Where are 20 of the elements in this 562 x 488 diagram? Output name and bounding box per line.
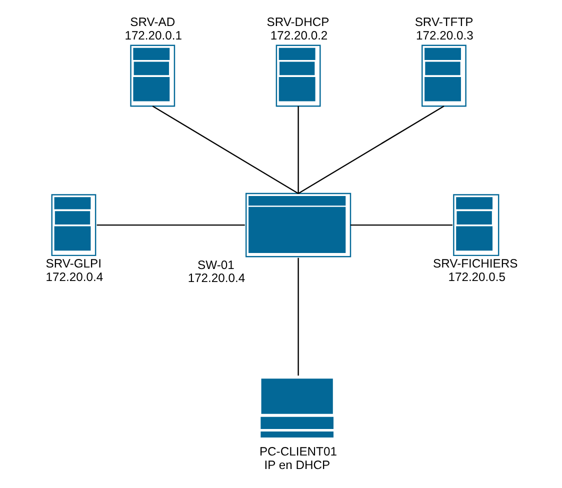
node-label: IP en DHCP (264, 458, 330, 472)
node-label: 172.20.0.4 (188, 270, 246, 285)
node-label: 172.20.0.2 (270, 28, 328, 42)
node-label: SRV-DHCP (266, 14, 330, 28)
connector (298, 105, 444, 194)
node-label: 172.20.0.5 (448, 269, 506, 284)
node-label: SRV-FICHIERS (433, 256, 518, 270)
node-label: SRV-GLPI (46, 256, 102, 270)
node-label: SRV-AD (130, 14, 176, 28)
node-label: 172.20.0.3 (416, 28, 474, 42)
connector (152, 105, 299, 194)
connector (96, 224, 245, 226)
node-label: PC-CLIENT01 (259, 444, 337, 458)
connector (298, 257, 299, 376)
node-label: SRV-TFTP (414, 14, 474, 28)
connector (350, 224, 452, 226)
node-label: 172.20.0.1 (124, 28, 182, 42)
connector (298, 106, 299, 194)
node-label: SW-01 (198, 257, 234, 272)
node-label: 172.20.0.4 (46, 269, 104, 284)
